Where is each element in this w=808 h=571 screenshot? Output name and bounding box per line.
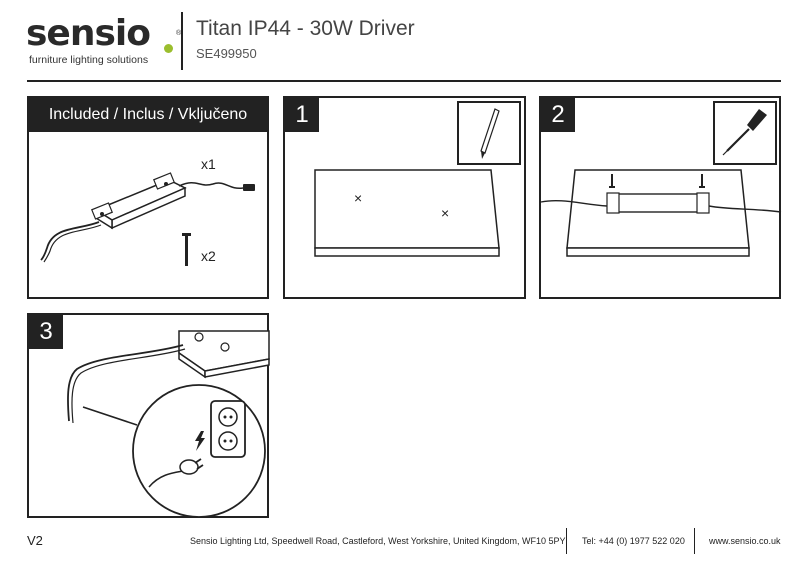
brand-dot-icon <box>164 44 173 53</box>
footer-divider-2 <box>694 528 695 554</box>
power-socket-icon <box>210 400 246 458</box>
driver-quantity: x1 <box>201 156 216 172</box>
pencil-icon <box>480 108 500 159</box>
worktop-illustration <box>314 169 500 257</box>
phone-number: Tel: +44 (0) 1977 522 020 <box>582 536 685 546</box>
step-1-number: 1 <box>285 98 319 132</box>
brand-logo: sensio ® furniture lighting solutions <box>26 13 181 70</box>
step-2-number: 2 <box>541 98 575 132</box>
mounted-driver-illustration <box>540 169 782 257</box>
step-3-number: 3 <box>29 315 63 349</box>
footer-divider-1 <box>566 528 567 554</box>
registered-mark: ® <box>176 30 182 37</box>
company-address: Sensio Lighting Ltd, Speedwell Road, Cas… <box>190 536 566 546</box>
driver-illustration <box>40 172 255 266</box>
product-code: SE499950 <box>196 46 257 61</box>
header-divider <box>181 12 183 70</box>
header-rule <box>27 80 781 82</box>
step-1-panel: 1 × × <box>283 96 526 299</box>
drill-mark-1: × <box>354 190 363 206</box>
step-3-panel: 3 <box>27 313 270 518</box>
step-2-tool-box <box>713 101 777 165</box>
step-1-tool-box <box>457 101 521 165</box>
drill-mark-2: × <box>441 205 450 221</box>
brand-name: sensio <box>26 13 151 54</box>
lightning-bolt-icon <box>195 431 205 451</box>
plug-icon <box>148 458 204 488</box>
website-link[interactable]: www.sensio.co.uk <box>709 536 781 546</box>
screwdriver-icon <box>722 109 767 156</box>
brand-tagline: furniture lighting solutions <box>29 54 149 66</box>
included-panel: Included / Inclus / Vključeno x1 x2 <box>27 96 269 299</box>
step-2-panel: 2 <box>539 96 782 299</box>
version-label: V2 <box>27 533 43 548</box>
included-heading: Included / Inclus / Vključeno <box>29 98 267 132</box>
page-title: Titan IP44 - 30W Driver <box>196 17 415 40</box>
screw-quantity: x2 <box>201 248 216 264</box>
